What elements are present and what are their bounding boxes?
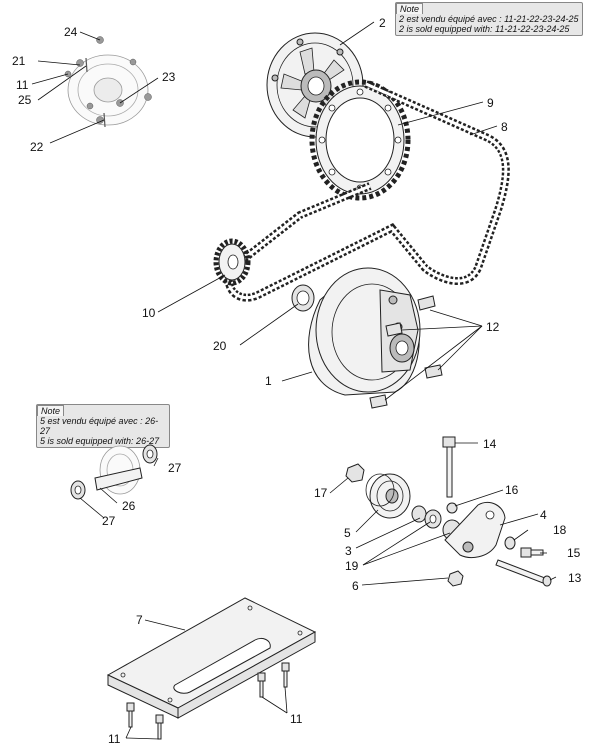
label-part-27: 27: [168, 461, 182, 475]
label-part-13: 13: [568, 571, 582, 585]
label-part-11: 11: [290, 712, 303, 726]
lock-nut: [447, 570, 464, 587]
idler-roller-detail: [70, 444, 158, 500]
label-part-5: 5: [344, 526, 351, 540]
label-part-4: 4: [540, 508, 547, 522]
note-line-fr: 2 est vendu équipé avec : 11-21-22-23-24…: [399, 14, 579, 24]
roller: [365, 473, 411, 519]
bearing: [291, 284, 315, 312]
washer: [504, 536, 516, 550]
label-part-17: 17: [314, 486, 328, 500]
label-part-16: 16: [505, 483, 519, 497]
note-idler-kit: Note 5 est vendu équipé avec : 26-27 5 i…: [36, 404, 170, 448]
note-line-en: 5 is sold equipped with: 26-27: [40, 436, 160, 446]
callout-labels: 1 2 3 4 5 6 7 8 9 10 11 11 11 12 13 14 1…: [12, 16, 582, 746]
mounting-plate: [106, 597, 317, 719]
small-nut: [446, 502, 458, 514]
label-part-8: 8: [501, 120, 508, 134]
label-part-1: 1: [265, 374, 272, 388]
front-sprocket: [213, 238, 251, 286]
label-part-20: 20: [213, 339, 227, 353]
label-part-7: 7: [136, 613, 143, 627]
sprocket-carrier-detail: [64, 36, 152, 128]
note-title: Note: [396, 3, 424, 14]
label-part-11: 11: [16, 78, 29, 92]
housing-screws: [369, 295, 443, 409]
long-bolt: [442, 436, 456, 498]
note-line-en: 2 is sold equipped with: 11-21-22-23-24-…: [399, 24, 570, 34]
spacers: [411, 505, 462, 541]
label-part-25: 25: [18, 93, 32, 107]
rear-sprocket: [309, 79, 411, 201]
label-part-23: 23: [162, 70, 176, 84]
note-line-fr: 5 est vendu équipé avec : 26-27: [40, 416, 159, 436]
label-part-3: 3: [345, 544, 352, 558]
plate-screws: [126, 662, 290, 740]
label-part-22: 22: [30, 140, 44, 154]
label-part-18: 18: [553, 523, 567, 537]
drum-housing: [308, 267, 421, 396]
leader-lines: [31, 21, 557, 740]
short-bolt: [520, 547, 544, 558]
label-part-9: 9: [487, 96, 494, 110]
label-part-11: 11: [108, 732, 121, 746]
drive-chain: [224, 80, 510, 302]
label-part-21: 21: [12, 54, 26, 68]
label-part-6: 6: [352, 579, 359, 593]
label-part-19: 19: [345, 559, 359, 573]
label-part-27: 27: [102, 514, 116, 528]
note-title: Note: [37, 405, 65, 416]
tensioner-arm: [444, 501, 506, 558]
long-screw: [495, 559, 552, 587]
note-sprocket-kit: Note 2 est vendu équipé avec : 11-21-22-…: [395, 2, 583, 36]
nut: [345, 463, 365, 483]
label-part-10: 10: [142, 306, 156, 320]
label-part-12: 12: [486, 320, 500, 334]
label-part-2: 2: [379, 16, 386, 30]
label-part-14: 14: [483, 437, 497, 451]
label-part-15: 15: [567, 546, 581, 560]
label-part-24: 24: [64, 25, 78, 39]
label-part-26: 26: [122, 499, 136, 513]
